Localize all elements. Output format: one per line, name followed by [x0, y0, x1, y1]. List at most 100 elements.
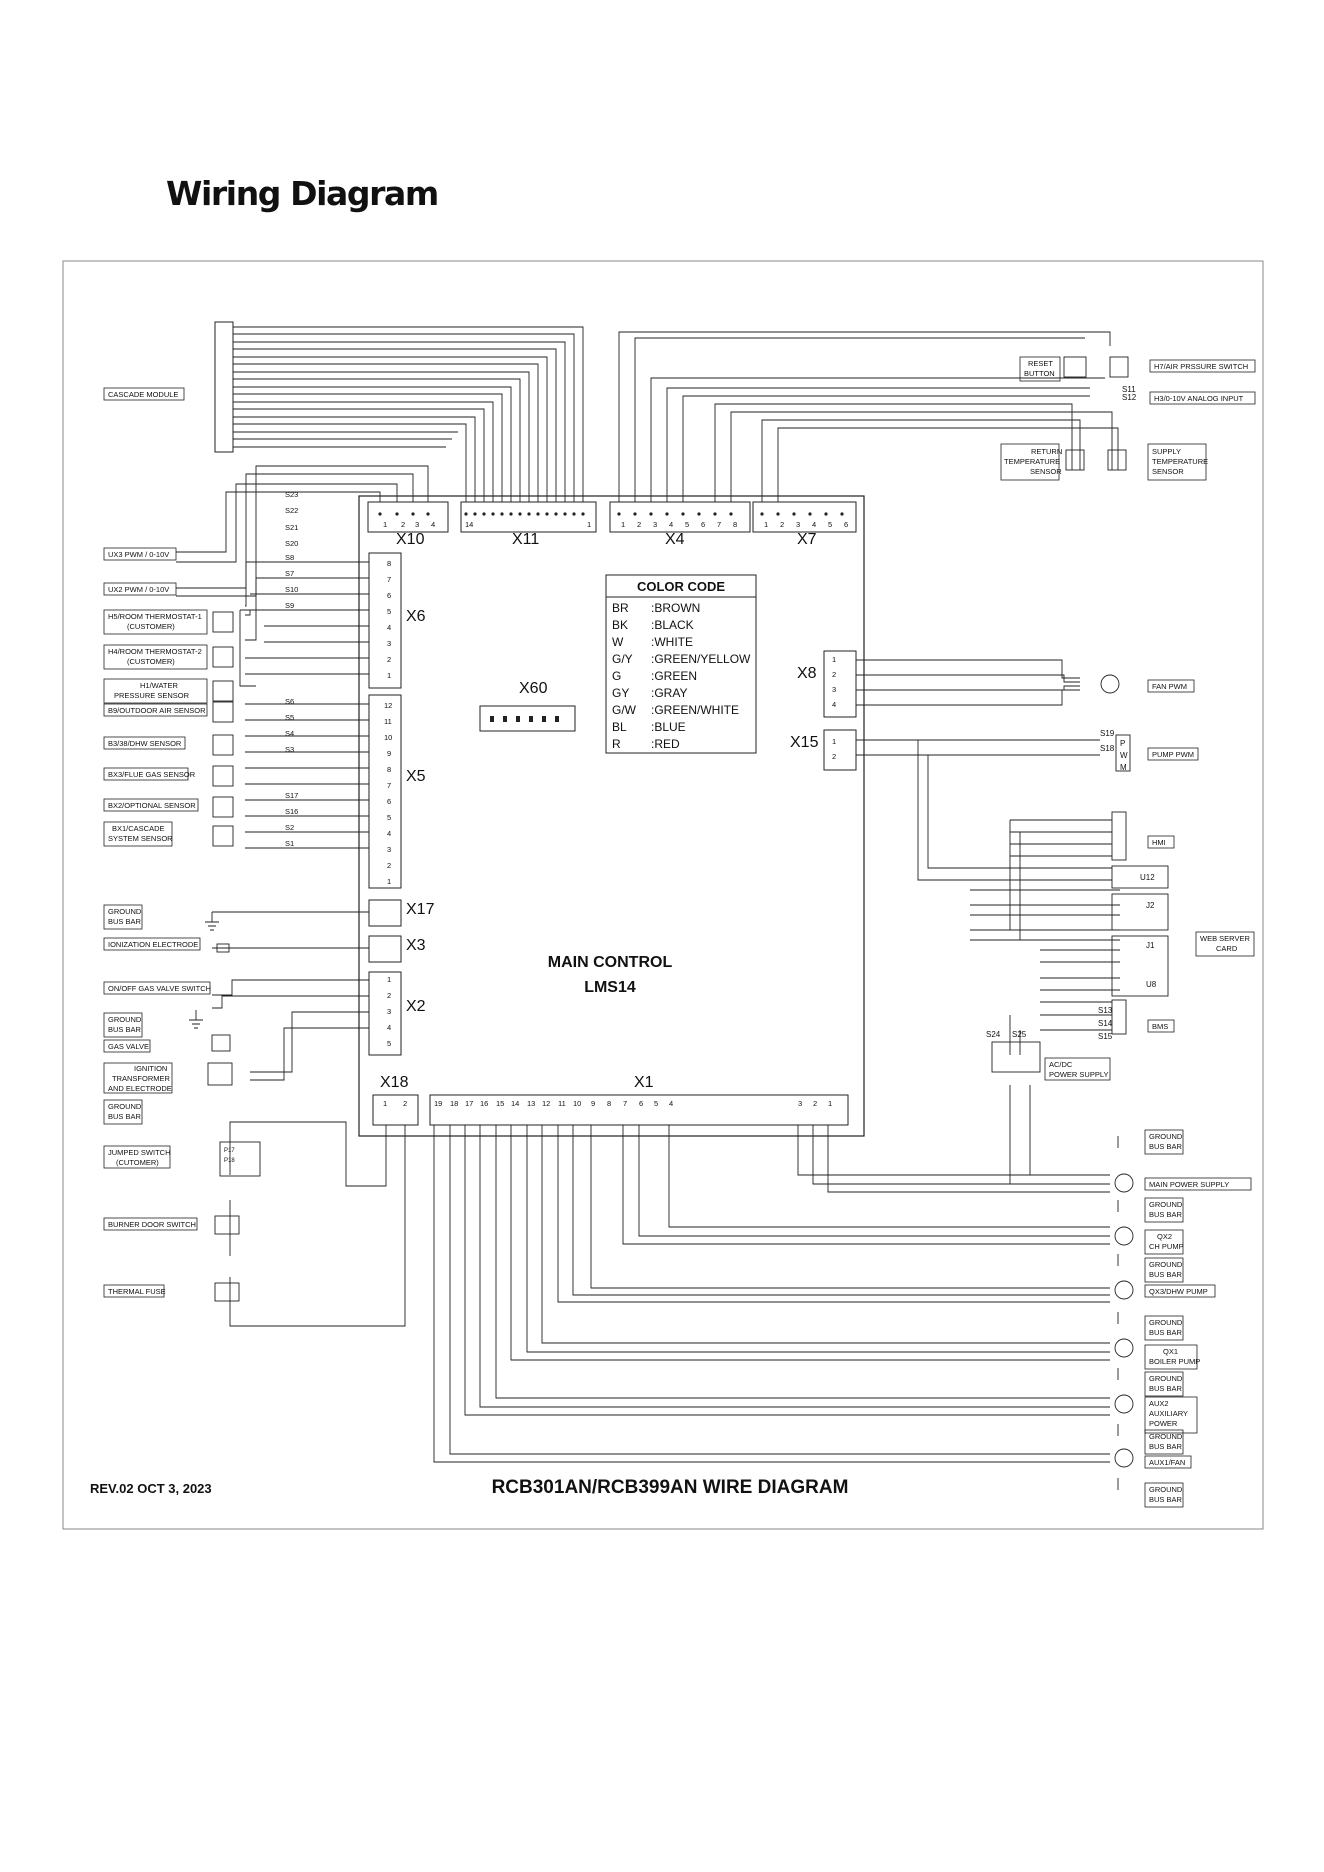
ignition-icon	[207, 1062, 233, 1086]
j1-u8-block	[1111, 935, 1169, 997]
pin-x1-7: 7	[623, 1099, 627, 1108]
s24-label: S24	[986, 1030, 1001, 1039]
pin-x1-6: 6	[639, 1099, 643, 1108]
acdc-label: AC/DC	[1049, 1060, 1073, 1069]
cascade-module-label: CASCADE MODULE	[108, 390, 178, 399]
cascade-bus-block	[214, 321, 234, 453]
connector-x7	[752, 501, 857, 533]
label-x5: X5	[406, 768, 426, 785]
color-code-name: :BLUE	[651, 720, 686, 734]
color-code-legend: COLOR CODE BR :BROWN BK :BLACK W :WHITE …	[605, 574, 757, 754]
pin-x5-8: 8	[387, 765, 391, 774]
pump-pwm-label: PUMP PWM	[1152, 750, 1194, 759]
aux1-fan-icon	[1114, 1448, 1134, 1468]
pin-x7-1: 1	[764, 520, 768, 529]
pin-x1-2: 2	[813, 1099, 817, 1108]
diagram-title: RCB301AN/RCB399AN WIRE DIAGRAM	[492, 1477, 849, 1498]
aux2-sub-1: AUXILIARY	[1149, 1409, 1188, 1418]
connector-x11	[460, 501, 597, 533]
ignition-sub-1: TRANSFORMER	[112, 1074, 171, 1083]
aux1-fan-label: AUX1/FAN	[1149, 1458, 1185, 1467]
pin-x5-6: 6	[387, 797, 391, 806]
pin-x15-1: 1	[832, 737, 836, 746]
air-switch-icon	[1109, 356, 1129, 378]
return-temp-label: RETURN	[1031, 447, 1062, 456]
supply-temp-label: SUPPLY	[1152, 447, 1181, 456]
gas-valve-switch-label: ON/OFF GAS VALVE SWITCH	[108, 984, 211, 993]
pin-x7-5: 5	[828, 520, 832, 529]
pin-x18-1: 1	[383, 1099, 387, 1108]
thermostat-2-icon	[212, 646, 234, 668]
air-pressure-switch-label: H7/AIR PRSSURE SWITCH	[1154, 362, 1248, 371]
ground-bus-label: GROUND	[108, 907, 142, 916]
ground-bus-label: GROUND	[1149, 1485, 1183, 1494]
color-code-name: :WHITE	[651, 635, 693, 649]
pin-x1-8: 8	[607, 1099, 611, 1108]
pin-x4-7: 7	[717, 520, 721, 529]
ground-bus-sub: BUS BAR	[108, 1112, 142, 1121]
s11-label: S11	[1122, 385, 1136, 394]
s13-label: S13	[1098, 1006, 1113, 1015]
u12-label: U12	[1140, 873, 1155, 882]
pin-x15-2: 2	[832, 752, 836, 761]
thermostat-1-icon	[212, 611, 234, 633]
cascade-sensor-label: BX1/CASCADE	[112, 824, 165, 833]
pin-x4-3: 3	[653, 520, 657, 529]
signal-s10: S10	[285, 585, 298, 594]
pin-x1-16: 16	[480, 1099, 488, 1108]
pin-x4-1: 1	[621, 520, 625, 529]
ground-bus-label: GROUND	[1149, 1132, 1183, 1141]
signal-s1: S1	[285, 839, 294, 848]
bms-label: BMS	[1152, 1022, 1168, 1031]
pin-x11-1: 1	[587, 520, 591, 529]
jumped-switch-icon	[219, 1141, 261, 1177]
room-thermostat-1-label: H5/ROOM THERMOSTAT-1	[108, 612, 202, 621]
ground-bus-label: GROUND	[108, 1102, 142, 1111]
dhw-sensor-icon	[212, 734, 234, 756]
j1-label: J1	[1146, 941, 1155, 950]
u8-label: U8	[1146, 980, 1157, 989]
ground-bus-sub: BUS BAR	[1149, 1142, 1183, 1151]
color-code-title: COLOR CODE	[637, 579, 725, 594]
pin-x1-12: 12	[542, 1099, 550, 1108]
pin-x1-14: 14	[511, 1099, 519, 1108]
connector-x4	[609, 501, 751, 533]
ground-bus-label: GROUND	[1149, 1318, 1183, 1327]
x60-pins	[490, 716, 559, 722]
pin-x1-11: 11	[558, 1099, 566, 1108]
ground-bus-label: GROUND	[108, 1015, 142, 1024]
right-devices	[991, 356, 1169, 1468]
pressure-sensor-icon	[212, 680, 234, 702]
ground-bus-sub: BUS BAR	[1149, 1328, 1183, 1337]
revision-label: REV.02 OCT 3, 2023	[90, 1481, 212, 1496]
pin-x10-3: 3	[415, 520, 419, 529]
label-x17: X17	[406, 901, 435, 918]
signal-s21: S21	[285, 523, 298, 532]
water-pressure-sub: PRESSURE SENSOR	[114, 691, 190, 700]
label-x3: X3	[406, 937, 426, 954]
supply-sensor-icon	[1107, 449, 1127, 471]
ux2-label: UX2 PWM / 0-10V	[108, 585, 169, 594]
s14-label: S14	[1098, 1019, 1113, 1028]
color-code-key: W	[612, 635, 624, 649]
ground-bus-sub: BUS BAR	[108, 1025, 142, 1034]
pin-x4-4: 4	[669, 520, 673, 529]
pin-x7-4: 4	[812, 520, 816, 529]
color-code-name: :BLACK	[651, 618, 694, 632]
ground-bus-sub: BUS BAR	[1149, 1442, 1183, 1451]
return-sensor-icon	[1065, 449, 1085, 471]
signal-s9: S9	[285, 601, 294, 610]
return-temp-sub-1: TEMPERATURE	[1004, 457, 1060, 466]
pin-x8-3: 3	[832, 685, 836, 694]
color-code-key: G/W	[612, 703, 637, 717]
signal-s17: S17	[285, 791, 298, 800]
web-server-sub: CARD	[1216, 944, 1238, 953]
pin-x11-14: 14	[465, 520, 473, 529]
pin-x18-2: 2	[403, 1099, 407, 1108]
dhw-sensor-label: B3/38/DHW SENSOR	[108, 739, 182, 748]
pin-x2-3: 3	[387, 1007, 391, 1016]
web-server-label: WEB SERVER	[1200, 934, 1250, 943]
gas-valve-label: GAS VALVE	[108, 1042, 149, 1051]
reset-switch-icon	[1063, 356, 1087, 378]
pin-x5-7: 7	[387, 781, 391, 790]
